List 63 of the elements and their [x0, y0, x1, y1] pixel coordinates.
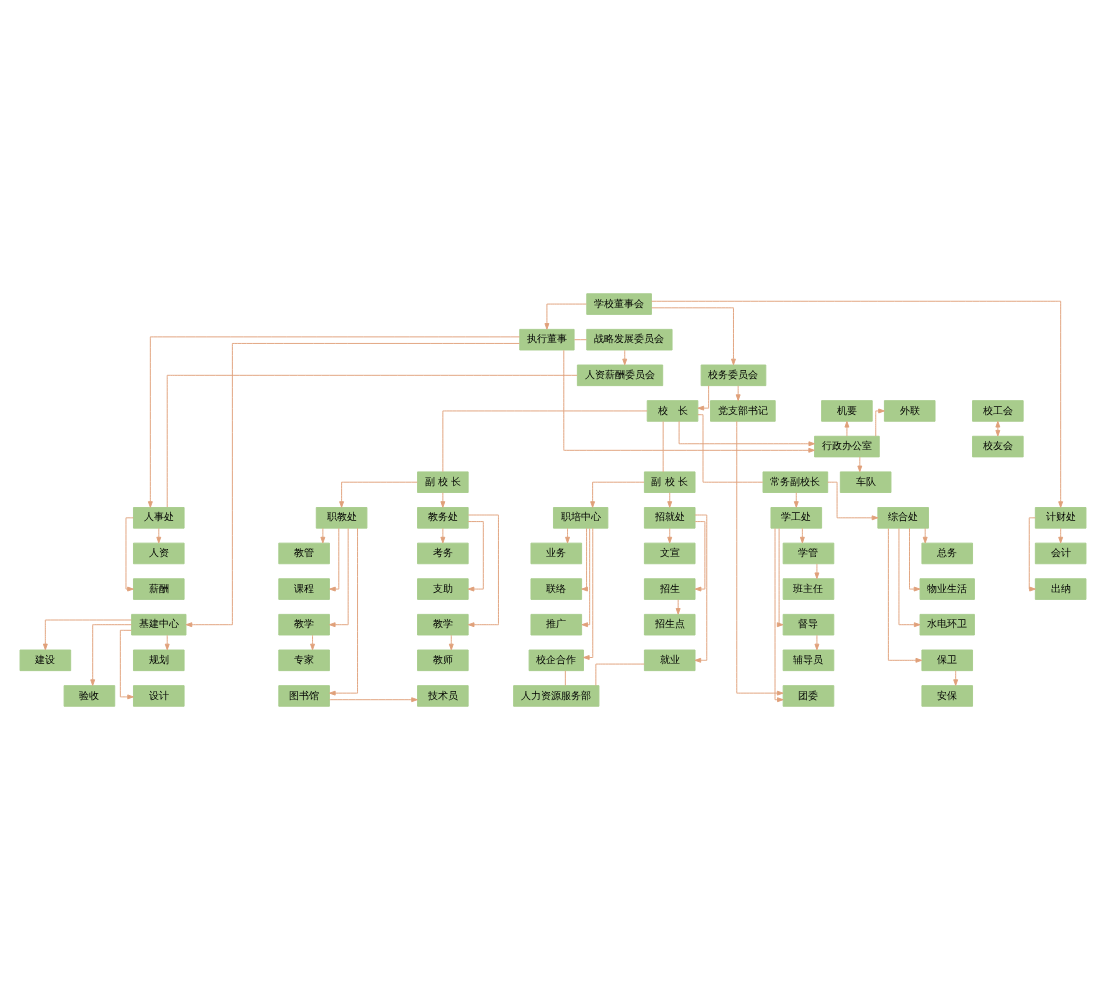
arrow [1058, 526, 1064, 543]
arrow [440, 526, 446, 543]
arrow [922, 526, 928, 543]
arrow [793, 491, 799, 507]
arrow [776, 527, 784, 627]
arrow [583, 526, 594, 659]
arrow [694, 513, 708, 662]
arrow [875, 407, 885, 436]
arrow [329, 696, 418, 702]
arrow [119, 628, 134, 699]
arrow [565, 526, 570, 543]
arrow [694, 520, 706, 591]
arrow [329, 527, 349, 627]
arrow [697, 384, 710, 410]
connector [662, 419, 664, 472]
arrow [622, 348, 628, 365]
arrow [147, 335, 521, 507]
arrow [563, 348, 815, 452]
arrow [814, 633, 820, 650]
connector [166, 373, 578, 507]
arrow [164, 633, 170, 650]
arrow [898, 527, 921, 627]
arrow [310, 633, 315, 650]
arrow [667, 526, 673, 543]
connector [697, 413, 764, 482]
arrow [675, 598, 681, 614]
arrow [185, 341, 520, 627]
arrow [814, 562, 820, 578]
arrow [440, 491, 446, 507]
arrow [774, 526, 784, 702]
arrow [467, 520, 484, 591]
arrow [667, 491, 673, 507]
connector [442, 409, 648, 472]
arrow [651, 299, 1064, 507]
arrow [581, 526, 588, 591]
arrow [909, 526, 921, 591]
arrow [678, 419, 815, 446]
arrow [581, 527, 591, 627]
arrow [467, 513, 499, 627]
arrow [651, 306, 736, 365]
arrow [857, 455, 863, 472]
arrow [544, 302, 587, 329]
arrow [156, 526, 162, 543]
arrow [590, 480, 645, 507]
arrow [339, 480, 418, 507]
connector [595, 662, 645, 685]
arrow [827, 480, 879, 520]
arrow [329, 526, 358, 695]
arrow [42, 618, 132, 650]
arrow [329, 526, 340, 591]
arrow [736, 419, 784, 695]
arrow [90, 623, 132, 685]
arrow [448, 633, 454, 650]
connector [564, 669, 566, 685]
arrow [320, 526, 326, 543]
arrow [1028, 516, 1036, 591]
connector [573, 338, 588, 340]
arrow [735, 384, 741, 400]
arrow [799, 526, 805, 543]
arrow [125, 516, 134, 591]
arrow [887, 527, 923, 662]
arrow [844, 420, 850, 436]
arrow [953, 669, 959, 685]
